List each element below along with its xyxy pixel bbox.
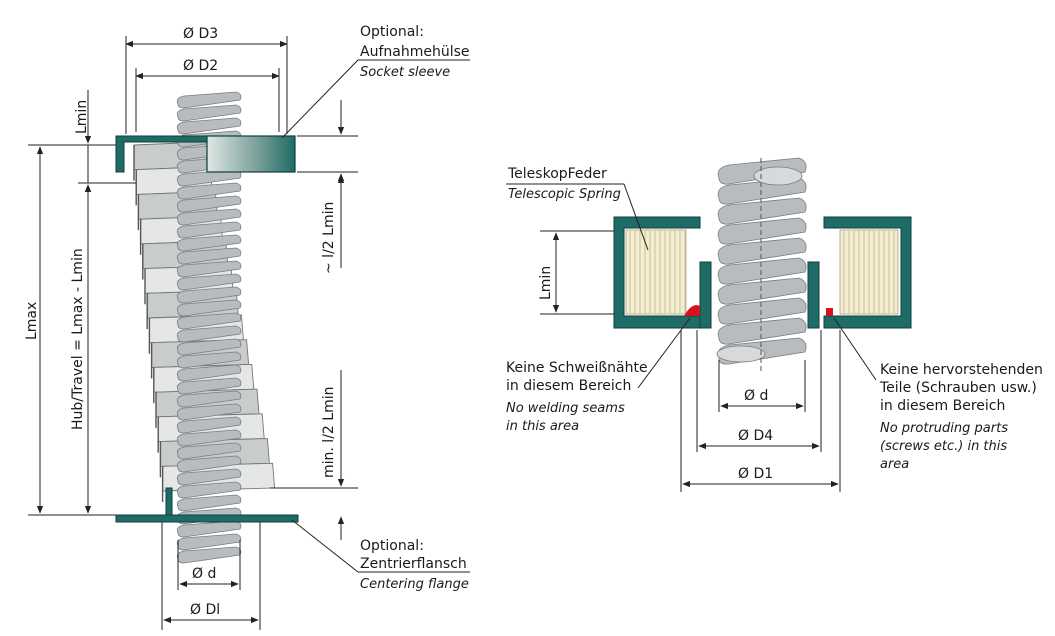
thread-turn — [176, 221, 242, 239]
inner-tube-right — [807, 261, 820, 329]
thread-turn — [176, 260, 242, 278]
threaded-rod — [176, 91, 242, 564]
thread-turn — [176, 377, 242, 395]
thread-turn — [176, 182, 242, 200]
right-figure: Lmin TeleskopFeder Telescopic Spring Kei… — [506, 157, 1043, 492]
thread-turn — [176, 286, 242, 304]
thread-turn — [176, 338, 242, 356]
thread-turn — [176, 494, 242, 512]
spring-en-label: Telescopic Spring — [508, 187, 621, 202]
thread-turn — [176, 455, 242, 473]
thread-turn — [176, 520, 242, 538]
protruding-en-2: (screws etc.) in this — [880, 439, 1007, 454]
inner-tube-left — [699, 261, 712, 329]
left-figure: Ø D3 Ø D2 Lmin Lmax Hub/Travel = Lmax - … — [24, 24, 470, 630]
thread-turn — [176, 247, 242, 265]
protruding-de-3: in diesem Bereich — [880, 398, 1005, 414]
travel-label: Hub/Travel = Lmax - Lmin — [70, 248, 86, 430]
threaded-rod-right — [716, 157, 807, 365]
d1-label-left: Ø Dl — [190, 602, 220, 618]
thread-turn — [176, 442, 242, 460]
d1-label-right: Ø D1 — [738, 466, 773, 482]
thread-turn — [176, 390, 242, 408]
lmin-label-left: Lmin — [74, 100, 90, 134]
thread-turn — [176, 273, 242, 291]
thread-turn — [176, 416, 242, 434]
thread-turn — [717, 317, 807, 345]
top-flange-bracket — [115, 135, 208, 173]
thread-turn — [176, 169, 242, 187]
min-half-lmin-label: min. l/2 Lmin — [321, 387, 337, 478]
protruding-de-2: Teile (Schrauben usw.) — [879, 380, 1037, 396]
thread-turn — [176, 403, 242, 421]
no-protrusion-marker — [826, 308, 833, 316]
socket-sleeve — [206, 135, 296, 173]
thread-turn — [176, 364, 242, 382]
welding-de-1: Keine Schweißnähte — [506, 360, 648, 376]
housing-right — [823, 216, 912, 329]
welding-en-2: in this area — [506, 419, 579, 434]
protruding-de-1: Keine hervorstehenden — [880, 362, 1043, 378]
welding-de-2: in diesem Bereich — [506, 378, 631, 394]
thread-turn — [176, 468, 242, 486]
thread-turn — [717, 257, 807, 285]
telescopic-spring-left — [625, 229, 687, 315]
telescopic-spring-right — [839, 229, 899, 315]
thread-turn — [717, 237, 807, 265]
lmin-label-right: Lmin — [538, 266, 554, 300]
spring-de-label: TeleskopFeder — [507, 166, 607, 182]
d-label-right: Ø d — [744, 388, 768, 404]
lmax-label: Lmax — [24, 302, 40, 340]
flange-en-label: Centering flange — [360, 577, 469, 592]
spring-pack-body — [625, 229, 687, 315]
thread-turn — [176, 91, 242, 109]
thread-turn — [176, 234, 242, 252]
thread-turn — [717, 277, 807, 305]
flange-de-label: Zentrierflansch — [360, 556, 467, 572]
thread-turn — [176, 104, 242, 122]
thread-turn — [176, 195, 242, 213]
thread-turn — [176, 429, 242, 447]
thread-turn — [717, 217, 807, 245]
d3-label: Ø D3 — [183, 26, 218, 42]
thread-turn — [717, 197, 807, 225]
thread-turn — [176, 299, 242, 317]
no-weld-marker — [684, 305, 700, 316]
protruding-en-3: area — [880, 457, 909, 472]
rod-bottom-face — [716, 345, 766, 363]
protruding-en-1: No protruding parts — [880, 421, 1008, 436]
d4-label: Ø D4 — [738, 428, 773, 444]
socket-en-label: Socket sleeve — [360, 65, 450, 80]
d2-label: Ø D2 — [183, 58, 218, 74]
housing-left — [613, 216, 701, 329]
half-lmin-label: ~ l/2 Lmin — [321, 202, 337, 274]
socket-de-label: Aufnahmehülse — [360, 44, 470, 60]
thread-turn — [176, 312, 242, 330]
thread-turn — [717, 297, 807, 325]
centering-flange — [115, 514, 299, 523]
welding-en-1: No welding seams — [506, 401, 625, 416]
socket-optional-label: Optional: — [360, 24, 424, 40]
flange-optional-label: Optional: — [360, 538, 424, 554]
bottom-inner-bracket — [165, 487, 173, 516]
rod-top-face — [753, 166, 803, 186]
thread-turn — [176, 117, 242, 135]
thread-turn — [176, 481, 242, 499]
thread-turn — [176, 208, 242, 226]
thread-turn — [176, 325, 242, 343]
d-label-left: Ø d — [192, 566, 216, 582]
thread-turn — [176, 351, 242, 369]
